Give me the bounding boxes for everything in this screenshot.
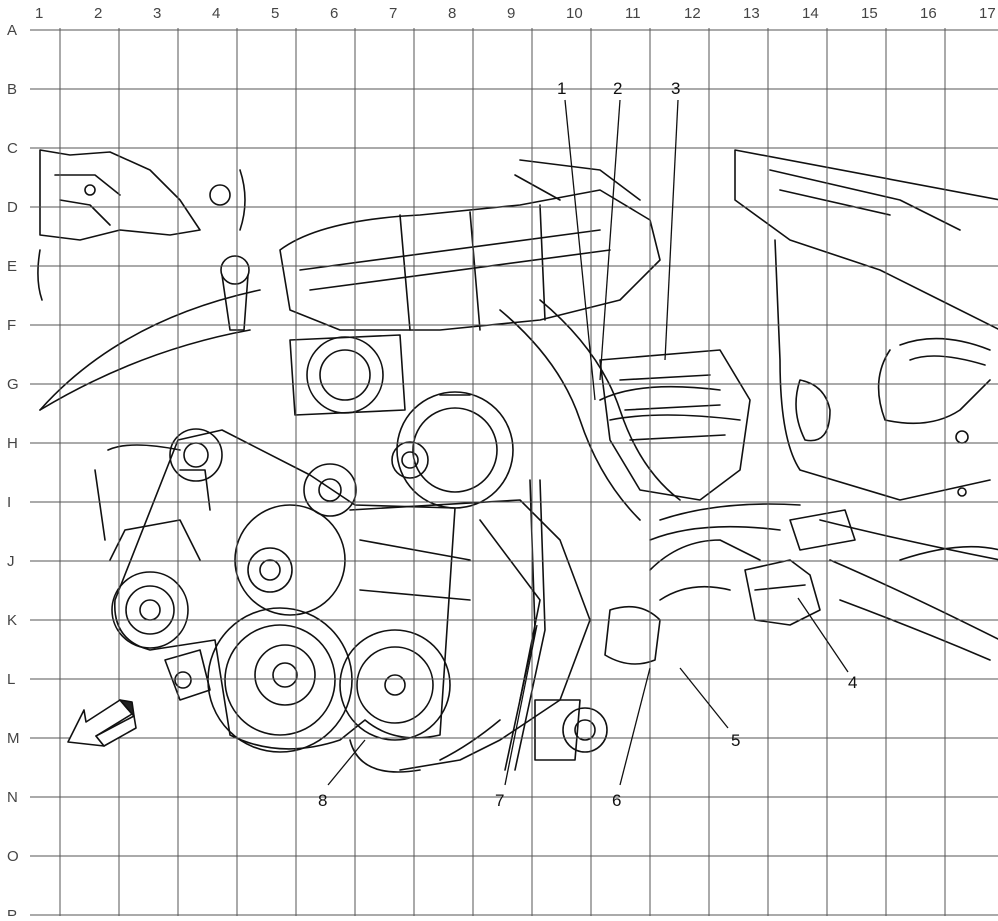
engine-illustration (37, 149, 998, 773)
grid-row-labels: A B C D E F G H I J K L M N O P (7, 22, 20, 921)
grid-column-label: 16 (920, 5, 937, 22)
grid-row-label: I (7, 494, 11, 511)
grid-row-label: B (7, 81, 17, 98)
grid-row-label: D (7, 199, 18, 216)
grid-row-label: K (7, 612, 17, 629)
callout-number-5: 5 (731, 731, 740, 750)
callout-number-2: 2 (613, 79, 622, 98)
grid-row-label: P (7, 907, 17, 916)
leader-line-4 (797, 597, 849, 673)
callout-number-6: 6 (612, 791, 621, 810)
grid-row-label: C (7, 140, 18, 157)
callout-labels: 1 2 3 4 5 6 7 8 (318, 79, 857, 810)
leader-line-3 (664, 99, 679, 361)
grid-row-label: G (7, 376, 19, 393)
grid-column-label: 13 (743, 5, 760, 22)
callout-number-4: 4 (848, 673, 857, 692)
grid-column-label: 14 (802, 5, 819, 22)
grid-row-label: E (7, 258, 17, 275)
leader-line-2 (599, 99, 621, 381)
grid-row-label: O (7, 848, 19, 865)
callout-leader-lines (327, 99, 849, 786)
grid-column-label: 4 (212, 5, 220, 22)
grid-column-label: 10 (566, 5, 583, 22)
callout-number-8: 8 (318, 791, 327, 810)
grid-column-label: 15 (861, 5, 878, 22)
grid-row-label: F (7, 317, 16, 334)
reference-grid (30, 28, 998, 916)
grid-row-label: N (7, 789, 18, 806)
grid-row-label: H (7, 435, 18, 452)
grid-column-label: 5 (271, 5, 279, 22)
leader-line-5 (679, 667, 729, 729)
grid-column-label: 6 (330, 5, 338, 22)
grid-column-label: 3 (153, 5, 161, 22)
callout-number-3: 3 (671, 79, 680, 98)
grid-column-label: 8 (448, 5, 456, 22)
grid-column-label: 17 (979, 5, 996, 22)
front-direction-arrow-icon (67, 699, 137, 747)
leader-line-1 (564, 99, 596, 401)
grid-column-label: 11 (625, 5, 641, 22)
grid-row-label: A (7, 22, 17, 39)
grid-row-label: M (7, 730, 20, 747)
grid-row-label: L (7, 671, 15, 688)
leader-line-6 (619, 667, 651, 786)
leader-line-7 (504, 624, 538, 786)
callout-number-1: 1 (557, 79, 566, 98)
grid-column-label: 7 (389, 5, 397, 22)
callout-number-7: 7 (495, 791, 504, 810)
grid-column-label: 9 (507, 5, 515, 22)
grid-column-label: 1 (35, 5, 43, 22)
grid-row-label: J (7, 553, 15, 570)
leader-line-8 (327, 739, 366, 786)
grid-column-label: 2 (94, 5, 102, 22)
grid-column-label: 12 (684, 5, 701, 22)
